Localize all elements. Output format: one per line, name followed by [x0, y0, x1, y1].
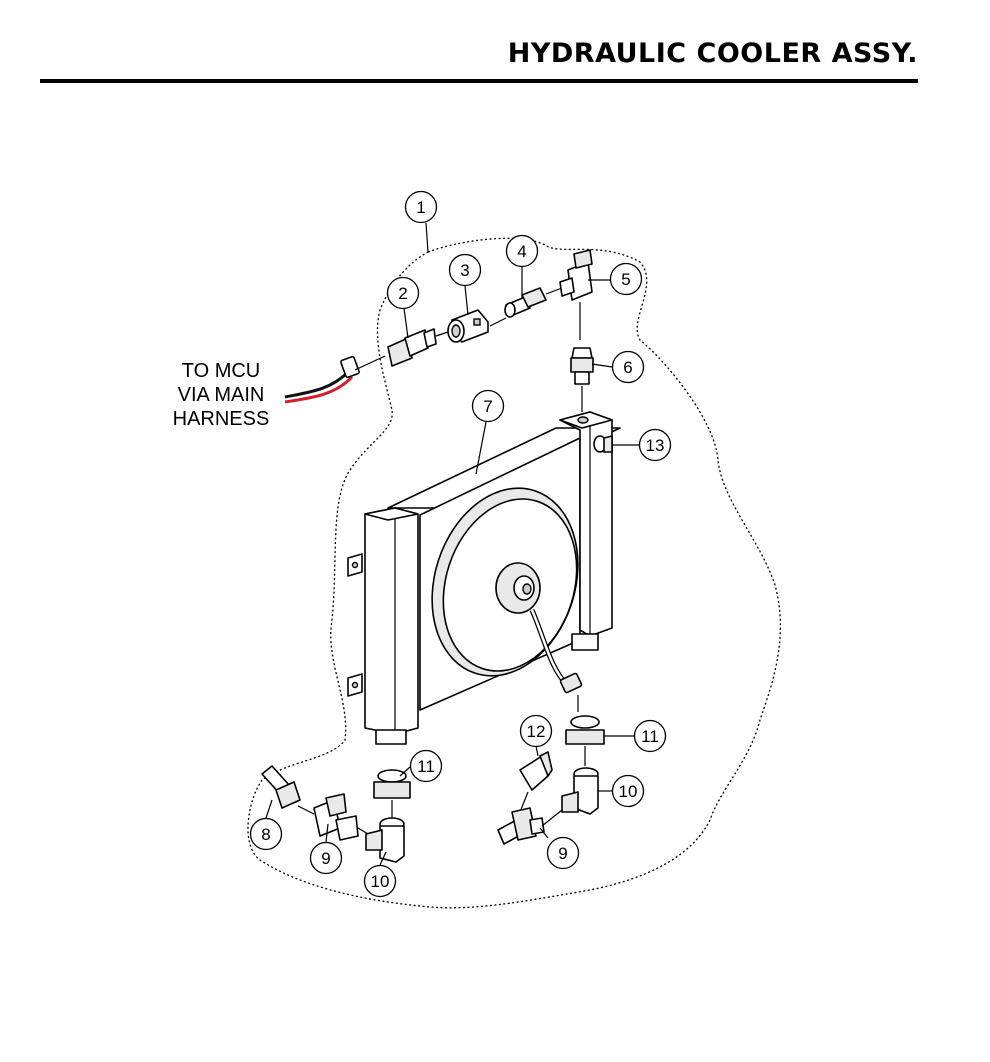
svg-text:9: 9 — [321, 849, 330, 868]
callout-11-right: 11 — [633, 719, 667, 753]
part-11-adapter-right — [565, 715, 605, 766]
svg-text:6: 6 — [623, 358, 632, 377]
svg-text:11: 11 — [641, 727, 659, 746]
leader-lines — [265, 222, 639, 866]
svg-text:1: 1 — [416, 198, 425, 217]
page-title: HYDRAULIC COOLER ASSY. — [507, 38, 918, 69]
callout-12: 12 — [519, 714, 553, 748]
callout-8: 8 — [249, 817, 283, 851]
callout-13: 13 — [638, 428, 672, 462]
svg-text:5: 5 — [621, 270, 630, 289]
harness-note-line-1: TO MCU — [182, 360, 261, 382]
part-9-tee-right — [497, 807, 563, 845]
part-7-cooler — [347, 411, 621, 745]
svg-text:9: 9 — [558, 844, 567, 863]
svg-text:3: 3 — [460, 261, 469, 280]
callout-1: 1 — [404, 190, 438, 224]
callout-4: 4 — [505, 234, 539, 268]
svg-text:10: 10 — [371, 872, 390, 891]
callout-10-right: 10 — [611, 774, 645, 808]
part-11-adapter-left — [373, 769, 411, 818]
svg-text:4: 4 — [517, 242, 526, 261]
part-8-elbow — [261, 765, 301, 809]
title-rule — [40, 79, 918, 83]
part-9-tee-left — [297, 793, 369, 841]
part-3-adapter — [447, 309, 507, 343]
part-2-sensor — [387, 328, 449, 367]
callout-2: 2 — [386, 276, 420, 310]
part-6-connector — [570, 347, 594, 412]
part-12-elbow — [519, 751, 553, 813]
svg-text:2: 2 — [398, 284, 407, 303]
callout-9-right: 9 — [546, 836, 580, 870]
part-10-elbow-right — [561, 767, 599, 815]
callout-9-left: 9 — [309, 841, 343, 875]
svg-text:10: 10 — [619, 782, 638, 801]
harness-note-line-3: HARNESS — [173, 408, 270, 430]
harness-note: TO MCU VIA MAIN HARNESS — [173, 360, 270, 430]
part-13-fitting — [593, 435, 613, 453]
callout-5: 5 — [609, 262, 643, 296]
callout-11-left: 11 — [409, 749, 443, 783]
svg-text:8: 8 — [261, 825, 270, 844]
callout-7: 7 — [471, 389, 505, 423]
svg-text:7: 7 — [483, 397, 492, 416]
harness-note-line-2: VIA MAIN — [178, 384, 265, 406]
callout-10-left: 10 — [363, 864, 397, 898]
svg-text:13: 13 — [646, 436, 665, 455]
callout-3: 3 — [448, 253, 482, 287]
wire-harness — [284, 355, 386, 404]
svg-text:11: 11 — [417, 757, 435, 776]
assembly-boundary — [247, 237, 782, 909]
part-5-tee — [559, 249, 593, 340]
svg-text:12: 12 — [527, 722, 546, 741]
callout-6: 6 — [611, 350, 645, 384]
part-4-fitting — [504, 287, 563, 318]
